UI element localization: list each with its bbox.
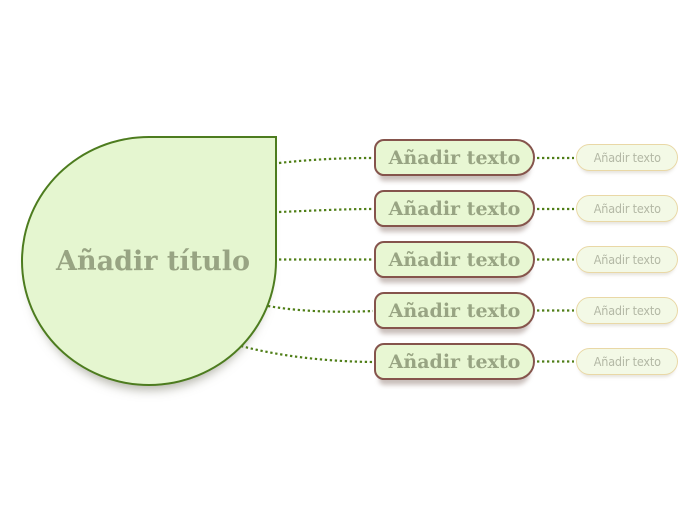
subtopic-5[interactable]: Añadir texto bbox=[576, 348, 678, 375]
subtopic-2-label: Añadir texto bbox=[593, 201, 661, 216]
subtopic-4[interactable]: Añadir texto bbox=[576, 297, 678, 324]
central-topic-label: Añadir título bbox=[56, 245, 250, 277]
main-topic-2[interactable]: Añadir texto bbox=[374, 190, 535, 227]
main-topic-1-label: Añadir texto bbox=[388, 146, 521, 169]
main-topic-2-label: Añadir texto bbox=[388, 197, 521, 220]
connector-root-to-topic-4 bbox=[267, 304, 374, 313]
connector-root-to-topic-5 bbox=[240, 344, 374, 364]
subtopic-2[interactable]: Añadir texto bbox=[576, 195, 678, 222]
subtopic-3-label: Añadir texto bbox=[593, 252, 661, 267]
main-topic-5[interactable]: Añadir texto bbox=[374, 343, 535, 380]
main-topic-4-label: Añadir texto bbox=[388, 299, 521, 322]
main-topic-5-label: Añadir texto bbox=[388, 350, 521, 373]
subtopic-1-label: Añadir texto bbox=[593, 150, 661, 165]
connector-root-to-topic-1 bbox=[278, 156, 374, 165]
subtopic-1[interactable]: Añadir texto bbox=[576, 144, 678, 171]
subtopic-4-label: Añadir texto bbox=[593, 303, 661, 318]
connector-root-to-topic-2 bbox=[278, 207, 374, 214]
subtopic-3[interactable]: Añadir texto bbox=[576, 246, 678, 273]
central-topic[interactable]: Añadir título bbox=[21, 136, 277, 386]
main-topic-3[interactable]: Añadir texto bbox=[374, 241, 535, 278]
main-topic-1[interactable]: Añadir texto bbox=[374, 139, 535, 176]
main-topic-4[interactable]: Añadir texto bbox=[374, 292, 535, 329]
main-topic-3-label: Añadir texto bbox=[388, 248, 521, 271]
subtopic-5-label: Añadir texto bbox=[593, 354, 661, 369]
